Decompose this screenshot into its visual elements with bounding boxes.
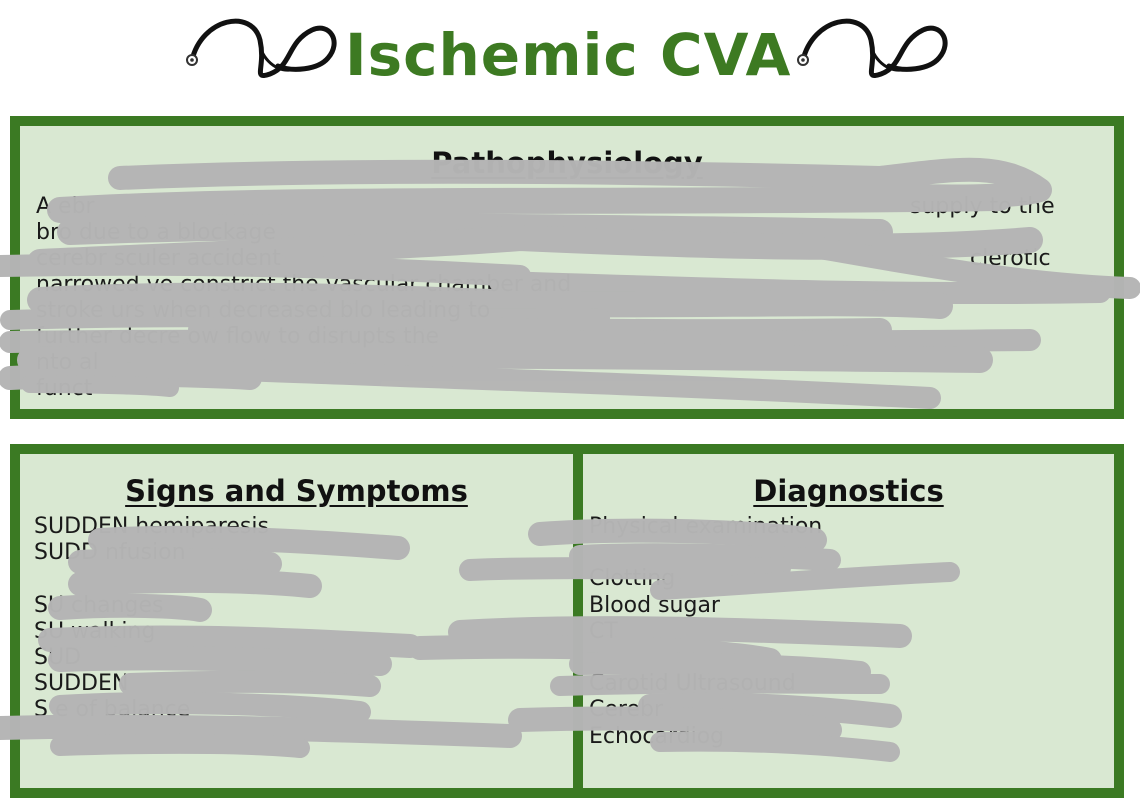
list-item: Cerebr: [589, 697, 664, 723]
list-item: Clotting: [589, 566, 676, 592]
bottom-panel: Signs and Symptoms SUDDEN hemiparesis SU…: [10, 444, 1124, 798]
list-item: SUD: [34, 645, 82, 671]
list-item: SUDDEN hemiparesis: [34, 514, 269, 539]
diagnostics-list: Physical examination Clotting Blood suga…: [589, 514, 822, 750]
page-title: Ischemic CVA: [345, 21, 792, 89]
list-item: [589, 645, 822, 671]
patho-line: stroke urs when decreased blo leading to: [36, 298, 491, 323]
stethoscope-icon: [186, 18, 337, 78]
list-item: Carotid Ultrasound: [589, 671, 796, 697]
patho-fragment: clerotic: [970, 246, 1051, 271]
patho-line: cerebr sculer accident: [36, 246, 281, 271]
list-item: SUDDEN: [34, 671, 129, 697]
patho-line: bro due to a blockage: [36, 220, 276, 245]
pathophysiology-text: A ebr bro due to a blockage cerebr scule…: [36, 194, 1096, 402]
list-item: Echocardiog: [589, 723, 725, 749]
list-item: CT: [589, 618, 618, 644]
patho-line: nto al: [36, 350, 99, 375]
diagnostics-heading: Diagnostics: [753, 474, 944, 508]
column-divider: [573, 454, 583, 788]
patho-line: narrowed ve constrict the vascular chamb…: [36, 272, 572, 297]
list-item: SU walking: [34, 618, 156, 644]
list-item: S e of balance: [34, 697, 191, 723]
signs-symptoms-list: SUDDEN hemiparesis SUDD nfusion SU chang…: [34, 514, 269, 724]
pathophysiology-panel: Pathophysiology A ebr bro due to a block…: [10, 116, 1124, 419]
list-item: Blood sugar: [589, 592, 720, 618]
patho-fragment: supply to the: [910, 194, 1055, 219]
patho-line: funct: [36, 376, 93, 401]
list-item: [589, 540, 822, 566]
patho-line: further decre ow flow to disrupts the: [36, 324, 440, 349]
signs-symptoms-heading: Signs and Symptoms: [125, 474, 468, 508]
list-item: Physical examination: [589, 514, 823, 539]
list-item: SUDD nfusion: [34, 540, 186, 566]
header: Ischemic CVA: [0, 0, 1140, 100]
stethoscope-icon: [797, 18, 948, 78]
list-item: SU changes: [34, 592, 164, 618]
list-item: [34, 566, 269, 592]
pathophysiology-heading: Pathophysiology: [431, 146, 703, 180]
